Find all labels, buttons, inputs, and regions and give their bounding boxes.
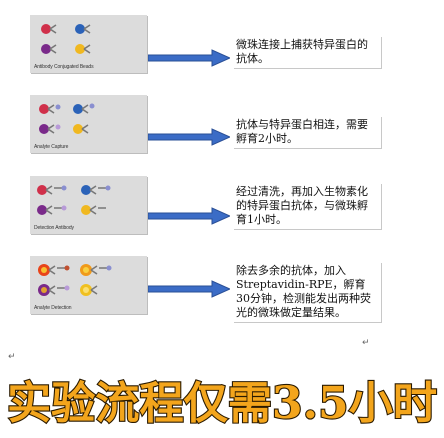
step-label: Detection Antibody — [34, 225, 74, 231]
step-1-description: 微珠连接上捕获特异蛋白的抗体。 — [233, 36, 381, 68]
captured-bead-icon — [73, 124, 89, 134]
step-4-description: 除去多余的抗体，加入Streptavidin-RPE，孵育30分钟，检测能发出两… — [233, 262, 381, 322]
step-1-panel: Antibody Conjugated Beads — [30, 15, 147, 73]
step-2-beads — [39, 103, 95, 134]
antibody-bead-icon — [41, 24, 57, 34]
step-3-description: 经过清洗，再加入生物素化的特异蛋白抗体，与微珠孵育1小时。 — [233, 183, 381, 229]
step-3-panel: Detection Antibody — [30, 176, 147, 234]
step-1-beads — [41, 24, 91, 54]
fluorescent-bead-icon — [80, 284, 98, 296]
captured-bead-icon — [39, 104, 61, 114]
antibody-bead-icon — [75, 24, 91, 34]
step-label: Antibody Conjugated Beads — [34, 64, 94, 70]
step-2-panel: Analyte Capture — [30, 95, 147, 153]
fluorescent-bead-icon — [80, 264, 112, 276]
antibody-bead-icon — [75, 44, 91, 54]
right-arrow-icon — [148, 280, 230, 298]
detection-bead-icon — [81, 185, 111, 195]
step-4-beads — [38, 264, 112, 296]
detection-bead-icon — [37, 205, 67, 215]
step-4-panel: Analyte Detection — [30, 256, 147, 314]
return-mark: ↵ — [362, 338, 370, 348]
step-label: Analyte Capture — [34, 144, 69, 150]
return-mark: ↵ — [8, 352, 16, 362]
captured-bead-icon — [39, 124, 61, 134]
fluorescent-bead-icon — [38, 284, 70, 296]
detection-bead-icon — [81, 205, 106, 215]
right-arrow-icon — [148, 207, 230, 225]
step-2-description: 抗体与特异蛋白相连，需要孵育2小时。 — [233, 116, 381, 148]
step-3-beads — [37, 185, 111, 215]
step-label: Analyte Detection — [34, 305, 72, 311]
fluorescent-bead-icon — [38, 264, 70, 276]
right-arrow-icon — [148, 128, 230, 146]
captured-bead-icon — [73, 103, 95, 114]
right-arrow-icon — [148, 49, 230, 67]
detection-bead-icon — [37, 185, 67, 195]
antibody-bead-icon — [41, 44, 57, 54]
page-title: 实验流程仅需3.5小时 — [7, 378, 437, 429]
title-banner: 实验流程仅需3.5小时 — [6, 377, 438, 430]
